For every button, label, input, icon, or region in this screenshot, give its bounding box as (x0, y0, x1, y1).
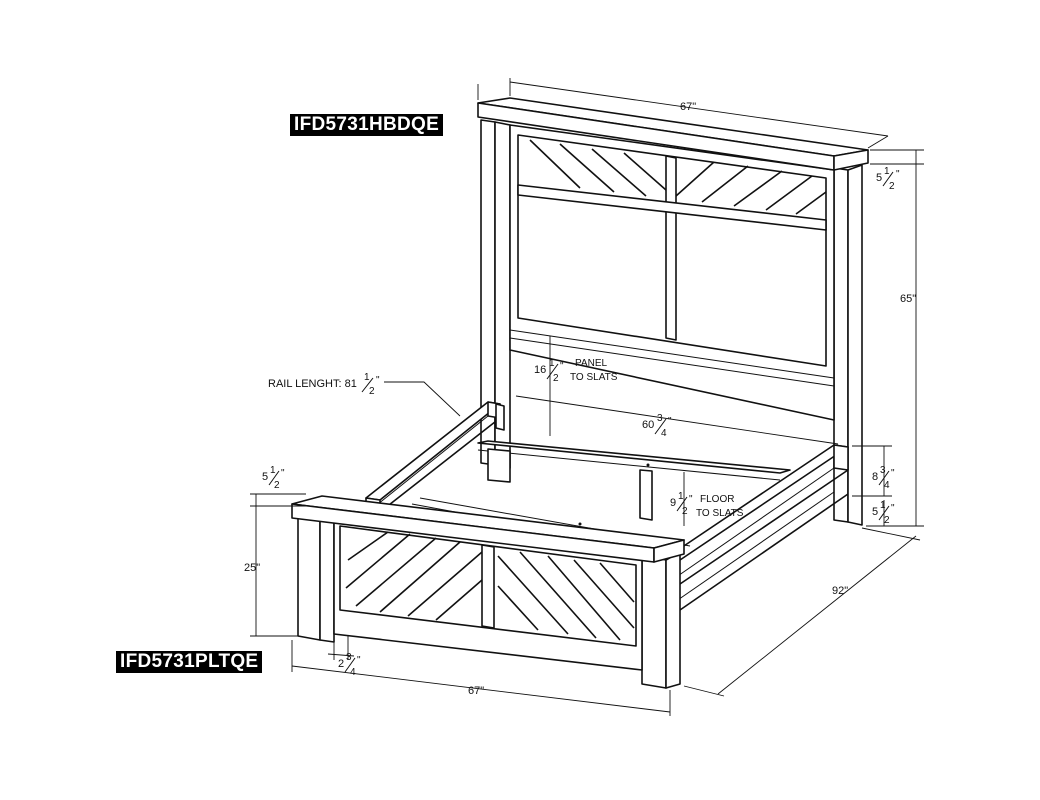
floor-to-slats-num: 1 (678, 491, 684, 502)
leg-clearance-whole: 5 (872, 506, 878, 518)
inner-width-label: 60 3 4 " (642, 413, 672, 439)
headboard-cap-den: 2 (889, 181, 895, 192)
rail-length-num: 1 (364, 372, 370, 383)
rail-height-num: 3 (880, 465, 886, 476)
floor-to-slats-whole: 9 (670, 497, 676, 509)
panel-to-slats-num: 1 (549, 358, 555, 369)
floor-to-slats-note-1: FLOOR (700, 494, 734, 505)
headboard-cap-unit: " (896, 169, 900, 180)
headboard-cap-num: 1 (884, 166, 890, 177)
inner-width-whole: 60 (642, 419, 654, 431)
rail-height-unit: " (891, 468, 895, 479)
footboard (291, 495, 685, 689)
dimension-lines (250, 78, 924, 716)
panel-to-slats-whole: 16 (534, 364, 546, 376)
rail-height-label: 8 3 4 " (872, 465, 895, 491)
leg-clearance-label: 5 1 2 " (872, 500, 895, 526)
panel-to-slats-note-2: TO SLATS (570, 372, 618, 383)
rail-length-den: 2 (369, 386, 375, 397)
footboard-cap-unit: " (281, 468, 285, 479)
side-rails (365, 401, 849, 611)
rail-length-text: RAIL LENGHT: 81 (268, 378, 357, 390)
inner-width-num: 3 (657, 413, 663, 424)
footboard-cap-num: 1 (270, 465, 276, 476)
headboard-width-label: 67" (680, 101, 696, 113)
footboard-cap-den: 2 (274, 480, 280, 491)
rail-height-whole: 8 (872, 471, 878, 483)
leg-clearance-num: 1 (880, 500, 886, 511)
headboard-part-code: IFD5731HBDQE (290, 114, 444, 136)
post-width-unit: " (357, 655, 361, 666)
rail-height-den: 4 (884, 480, 890, 491)
bed-length-label: 92" (832, 585, 848, 597)
footboard-cap-height-label: 5 1 2 " (262, 465, 285, 491)
inner-width-unit: " (668, 416, 672, 427)
panel-to-slats-den: 2 (553, 373, 559, 384)
post-width-whole: 2 (338, 658, 344, 670)
post-width-den: 4 (350, 667, 356, 678)
headboard-height-label: 65" (900, 293, 916, 305)
footboard-slats-right (497, 551, 635, 641)
headboard-cap-height-label: 5 1 2 " (876, 166, 900, 192)
rail-length-label: RAIL LENGHT: 81 1 2 " (268, 372, 380, 397)
rail-length-unit: " (376, 375, 380, 386)
footboard-height-label: 25" (244, 562, 260, 574)
footboard-cap-whole: 5 (262, 471, 268, 483)
dimension-labels: 67" 5 1 2 " 65" 16 1 2 " PANEL TO SLATS … (244, 101, 916, 697)
headboard-cap-whole: 5 (876, 172, 882, 184)
panel-to-slats-note-1: PANEL (575, 358, 607, 369)
headboard-slats-right (675, 161, 827, 215)
headboard (477, 97, 869, 526)
floor-to-slats-den: 2 (682, 506, 688, 517)
footboard-width-label: 67" (468, 685, 484, 697)
post-width-label: 2 3 4 " (338, 652, 361, 678)
panel-to-slats-unit: " (560, 361, 564, 372)
leg-clearance-den: 2 (884, 515, 890, 526)
inner-width-den: 4 (661, 428, 667, 439)
panel-to-slats-label: 16 1 2 " PANEL TO SLATS (534, 358, 618, 384)
leg-clearance-unit: " (891, 503, 895, 514)
floor-to-slats-label: 9 1 2 " FLOOR TO SLATS (670, 491, 744, 519)
floor-to-slats-unit: " (689, 494, 693, 505)
headboard-slats-left (529, 139, 667, 197)
floor-to-slats-note-2: TO SLATS (696, 508, 744, 519)
post-width-num: 3 (346, 652, 352, 663)
footboard-slats-left (345, 531, 483, 621)
footboard-part-code: IFD5731PLTQE (116, 651, 263, 673)
